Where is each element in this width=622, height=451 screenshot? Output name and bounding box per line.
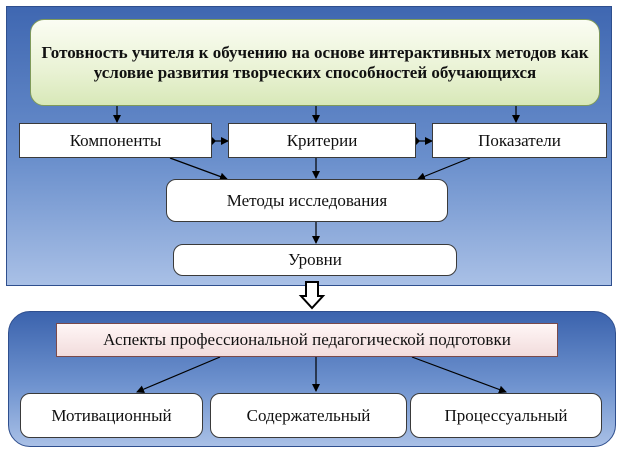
diagram-title: Готовность учителя к обучению на основе … xyxy=(30,19,600,106)
transition-arrow xyxy=(298,281,326,310)
motivational-box: Мотивационный xyxy=(20,393,203,438)
procedural-box: Процессуальный xyxy=(410,393,602,438)
arrow-aspects-motivational xyxy=(136,356,221,393)
criteria-box: Критерии xyxy=(228,123,416,158)
content-box: Содержательный xyxy=(210,393,407,438)
arrow-indicators-methods xyxy=(417,157,471,181)
aspects-box: Аспекты профессиональной педагогической … xyxy=(56,323,558,357)
levels-box: Уровни xyxy=(173,244,457,276)
components-box: Компоненты xyxy=(19,123,212,158)
arrow-aspects-procedural xyxy=(411,356,507,394)
methods-box: Методы исследования xyxy=(166,179,448,222)
arrow-components-methods xyxy=(169,157,228,181)
indicators-box: Показатели xyxy=(432,123,607,158)
